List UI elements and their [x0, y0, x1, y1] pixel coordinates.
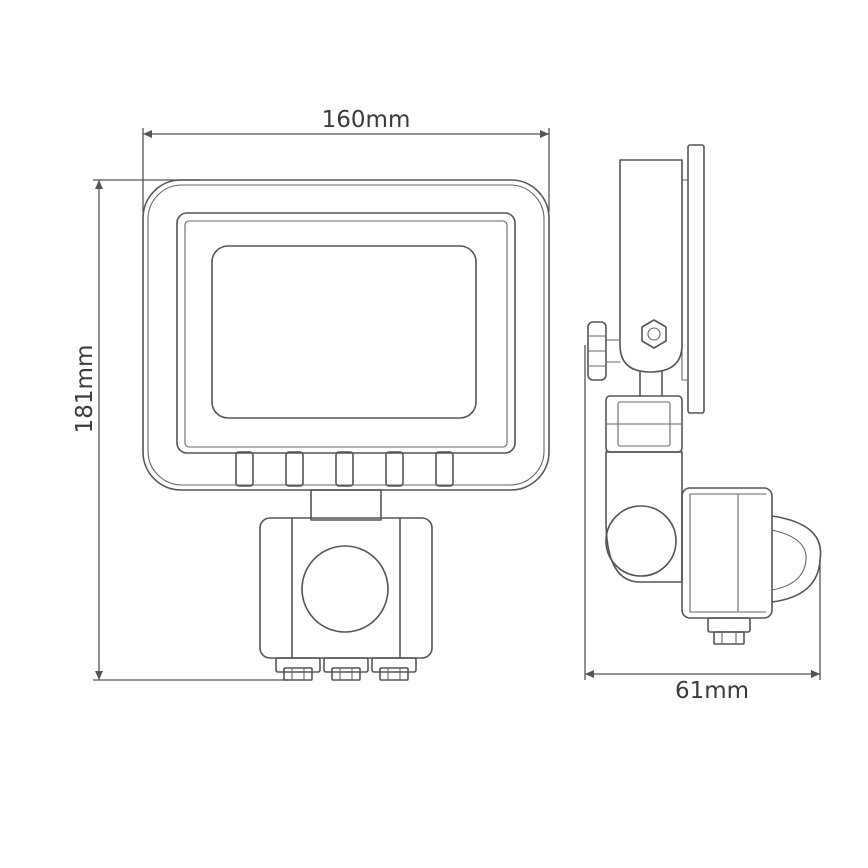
- sensor-box: [259, 517, 433, 659]
- sensor-housing: [681, 487, 773, 619]
- sensor-dome: [301, 545, 389, 633]
- mount-neck: [310, 489, 382, 521]
- outer-housing: [142, 179, 550, 491]
- swivel-joint: [605, 505, 677, 577]
- front-view: [142, 179, 550, 681]
- bracket-arm: [619, 159, 683, 373]
- width-label: 160mm: [322, 107, 411, 133]
- sensor-dome-side: [771, 515, 822, 603]
- depth-label: 61mm: [675, 678, 749, 704]
- depth-dimension: 61mm: [584, 345, 821, 704]
- side-gland: [707, 617, 751, 633]
- swivel-body: [605, 451, 683, 583]
- inner-frame: [176, 212, 516, 454]
- height-dimension: 181mm: [72, 179, 290, 681]
- led-lens: [211, 245, 477, 419]
- cooling-fins: [235, 451, 454, 487]
- width-dimension: 160mm: [142, 107, 550, 212]
- cable-glands: [275, 657, 417, 681]
- hex-bolt: [641, 319, 667, 349]
- height-label: 181mm: [72, 345, 98, 434]
- side-view: [587, 144, 822, 645]
- front-plate: [687, 144, 705, 414]
